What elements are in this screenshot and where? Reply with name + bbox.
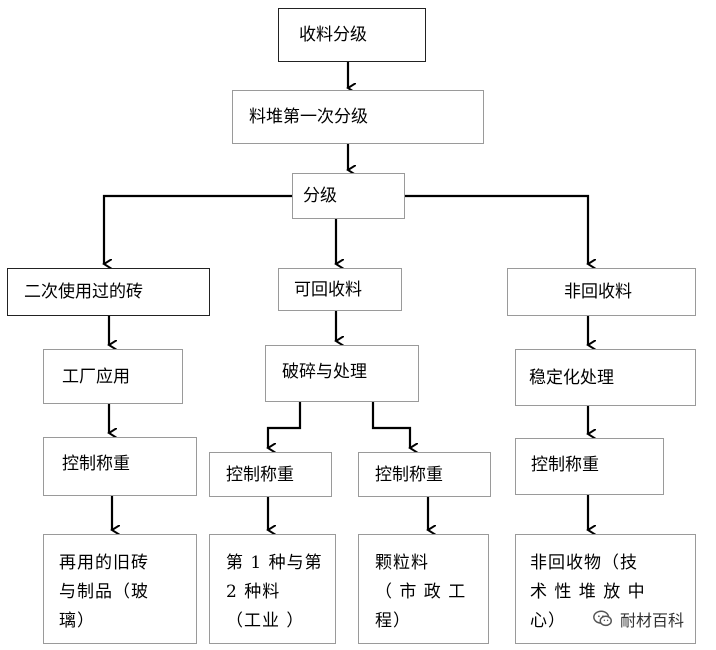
arrow-crush-to-weigh-left [268, 402, 302, 448]
node-crush-process: 破碎与处理 [265, 345, 419, 402]
output-line: 与制品（玻 [59, 582, 149, 602]
node-label: 控制称重 [62, 454, 130, 474]
output-line: 再用的旧砖 [59, 553, 149, 573]
node-output-granules: 颗粒料 （ 市 政 工 程） [358, 534, 489, 644]
arrow-grading-to-nonrecyclable [405, 194, 588, 264]
node-label: 工厂应用 [62, 366, 130, 387]
node-output-reused-products: 再用的旧砖 与制品（玻 璃） [43, 534, 197, 644]
output-line: 术 性 堆 放 中 [530, 582, 646, 602]
wechat-logo-icon [593, 610, 612, 627]
output-line: 非回收物（技 [530, 553, 638, 573]
node-label: 收料分级 [299, 25, 367, 45]
node-label: 分级 [303, 186, 337, 206]
node-label: 破碎与处理 [282, 362, 367, 382]
watermark: 耐材百科 [592, 604, 702, 634]
output-line: 第 1 种与第 [226, 553, 323, 573]
node-grading: 分级 [292, 173, 405, 219]
output-line: 程） [375, 611, 411, 631]
arrow-crush-to-weigh-right [371, 402, 410, 448]
output-line: （ 市 政 工 [375, 582, 467, 602]
output-line: 心） [530, 611, 566, 631]
node-weigh-mid-left: 控制称重 [209, 452, 332, 497]
node-label: 稳定化处理 [529, 367, 614, 388]
node-weigh-left: 控制称重 [43, 437, 197, 496]
node-first-grading: 料堆第一次分级 [232, 90, 484, 144]
output-line: （工业 ） [226, 611, 305, 631]
node-label: 非回收料 [564, 282, 632, 302]
node-label: 控制称重 [531, 455, 599, 475]
node-recyclable: 可回收料 [278, 268, 402, 311]
node-label: 控制称重 [375, 464, 443, 485]
node-weigh-mid-right: 控制称重 [358, 452, 491, 497]
node-factory-use: 工厂应用 [43, 349, 183, 404]
node-receiving-grading: 收料分级 [278, 8, 426, 62]
node-label: 料堆第一次分级 [249, 107, 368, 127]
node-stabilize: 稳定化处理 [515, 349, 696, 406]
output-line: 颗粒料 [375, 553, 429, 573]
output-line: 璃） [59, 611, 95, 631]
node-output-non-recyclables: 非回收物（技 术 性 堆 放 中 心） [515, 534, 696, 644]
node-label: 二次使用过的砖 [24, 282, 143, 302]
watermark-text: 耐材百科 [620, 611, 685, 630]
node-non-recyclable: 非回收料 [507, 268, 696, 316]
node-label: 控制称重 [226, 464, 294, 485]
node-reused-bricks: 二次使用过的砖 [7, 268, 210, 316]
output-line: 2 种料 [226, 582, 281, 602]
arrow-grading-to-reused [104, 194, 292, 264]
node-output-type1-type2: 第 1 种与第 2 种料 （工业 ） [209, 534, 336, 644]
node-label: 可回收料 [294, 279, 362, 300]
node-weigh-right: 控制称重 [515, 438, 664, 495]
